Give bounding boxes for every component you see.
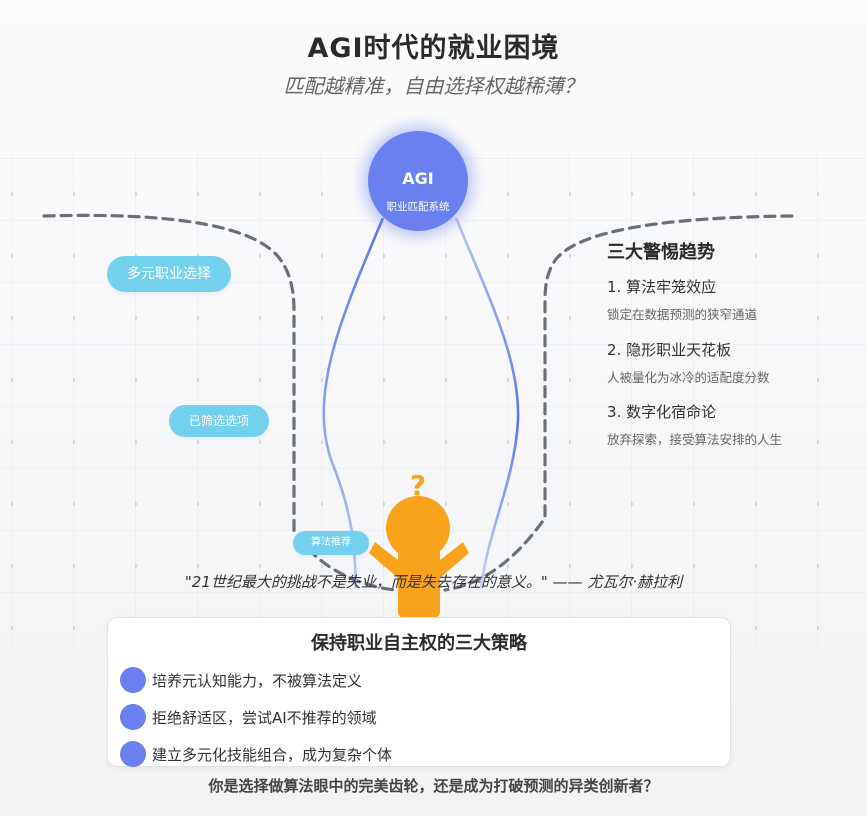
funnel-outline-left xyxy=(42,213,397,592)
trend-description: 人被量化为冰冷的适配度分数 xyxy=(607,370,770,385)
funnel-outline-right xyxy=(443,214,794,592)
agi-node: AGI 职业匹配系统 xyxy=(368,131,468,231)
control-string-right xyxy=(454,217,520,589)
trend-heading: 1. 算法牢笼效应 xyxy=(607,278,717,296)
person-figure xyxy=(369,496,469,618)
bullet-dot-icon xyxy=(120,704,146,730)
trend-heading: 2. 隐形职业天花板 xyxy=(607,341,732,359)
question-mark-icon: ? xyxy=(410,469,426,502)
strategy-text: 建立多元化技能组合，成为复杂个体 xyxy=(152,746,393,764)
stage-pill-filtered-options: 已筛选选项 xyxy=(169,405,269,437)
trend-description: 锁定在数据预测的狭窄通道 xyxy=(607,307,758,322)
strategy-text: 拒绝舒适区，尝试AI不推荐的领域 xyxy=(152,709,377,727)
page-title: AGI时代的就业困境 xyxy=(307,33,560,64)
agi-node-sublabel: 职业匹配系统 xyxy=(386,201,450,213)
bullet-dot-icon xyxy=(120,667,146,693)
strategy-text: 培养元认知能力，不被算法定义 xyxy=(152,672,363,690)
quote-text: "21世纪最大的挑战不是失业，而是失去存在的意义。" —— 尤瓦尔·赫拉利 xyxy=(184,573,683,591)
stage-pill-algorithm-recommendation: 算法推荐 xyxy=(293,531,369,555)
strategies-card: 保持职业自主权的三大策略 培养元认知能力，不被算法定义 拒绝舒适区，尝试AI不推… xyxy=(107,617,731,767)
strategies-title: 保持职业自主权的三大策略 xyxy=(311,633,527,654)
trend-description: 放弃探索，接受算法安排的人生 xyxy=(607,432,783,447)
bullet-dot-icon xyxy=(120,741,146,767)
trends-title: 三大警惕趋势 xyxy=(607,242,715,263)
page-subtitle: 匹配越精准，自由选择权越稀薄？ xyxy=(283,74,584,98)
stage-pill-diverse-choices: 多元职业选择 xyxy=(107,256,231,292)
trend-heading: 3. 数字化宿命论 xyxy=(607,403,717,421)
agi-node-label: AGI xyxy=(402,169,434,188)
closing-question: 你是选择做算法眼中的完美齿轮，还是成为打破预测的异类创新者？ xyxy=(208,777,659,795)
